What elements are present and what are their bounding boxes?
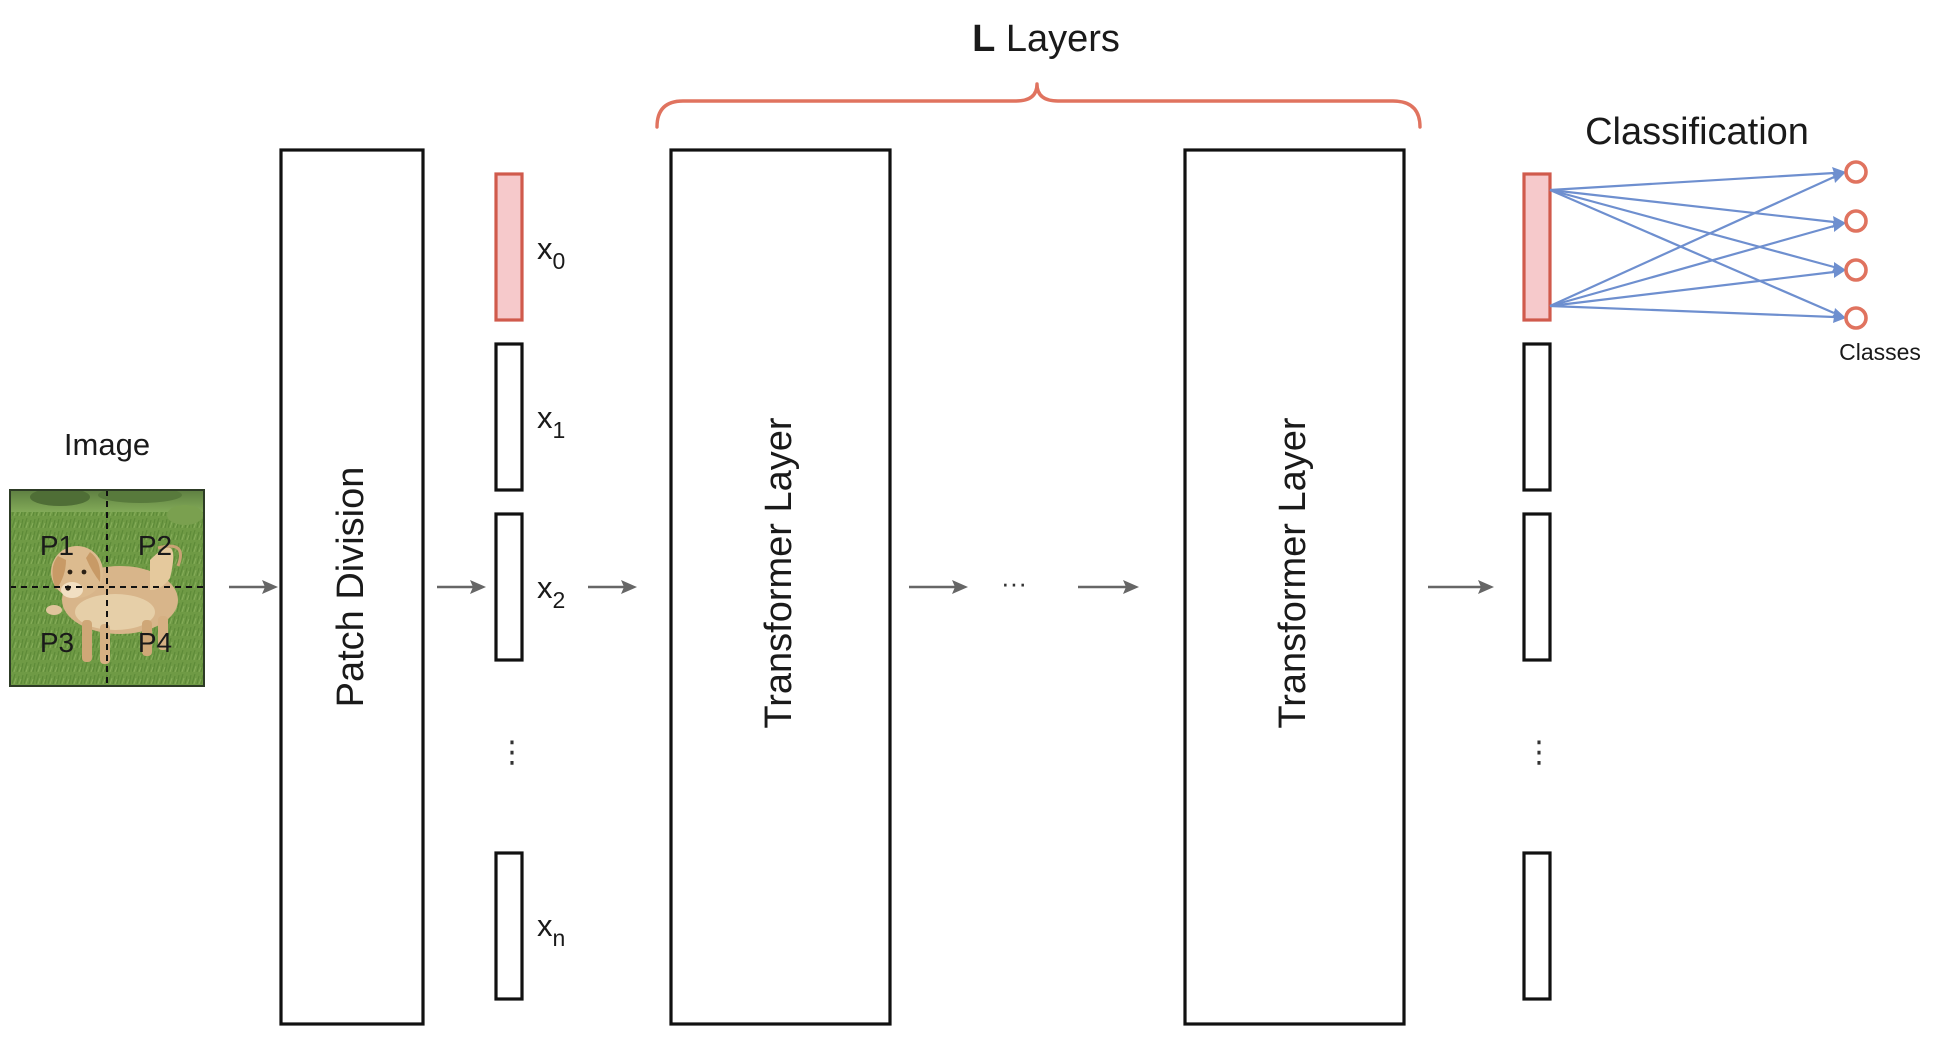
arrow-transformer-to-outputs <box>1428 580 1494 594</box>
transformer-layer-last-label: Transformer Layer <box>1272 417 1314 728</box>
output-vector-n <box>1522 851 1552 1001</box>
transformer-layer-last <box>1183 148 1406 1026</box>
transformer-layer-first-label: Transformer Layer <box>758 417 800 728</box>
patch-label-p2: P2 <box>138 530 172 561</box>
token-label-x0: x0 <box>537 231 565 274</box>
patch-division-block <box>279 148 425 1026</box>
class-nodes <box>1844 160 1868 330</box>
token-vector-x1 <box>494 342 524 492</box>
arrow-ellipsis-to-transformer <box>1078 580 1139 594</box>
right-arrow-icon <box>621 580 637 594</box>
circle-node-icon <box>1844 160 1868 184</box>
right-arrow-icon <box>952 580 968 594</box>
circle-node-icon <box>1844 258 1868 282</box>
layers-ellipsis: ··· <box>1001 568 1027 598</box>
classification-connections <box>1549 167 1846 323</box>
input-image: P1 P2 P3 P4 <box>10 490 204 686</box>
output-vector-cls <box>1522 172 1552 322</box>
token-vector-xn <box>494 851 524 1001</box>
output-vector-1 <box>1522 342 1552 492</box>
right-arrow-icon <box>262 580 278 594</box>
arrow-image-to-patch <box>229 580 278 594</box>
classification-label: Classification <box>1585 111 1809 153</box>
token-vector-x0 <box>494 172 524 322</box>
arrow-patch-to-tokens <box>437 580 486 594</box>
patch-division-label: Patch Division <box>330 467 372 708</box>
token-vector-x2 <box>494 512 524 662</box>
output-vector-2 <box>1522 512 1552 662</box>
token-label-xn: xn <box>537 908 565 951</box>
transformer-layer-first <box>669 148 892 1026</box>
token-label-x2: x2 <box>537 570 565 613</box>
image-frame <box>9 489 205 687</box>
right-arrow-icon <box>470 580 486 594</box>
right-arrow-icon <box>1123 580 1139 594</box>
circle-node-icon <box>1844 306 1868 330</box>
token-label-x1: x1 <box>537 400 565 443</box>
patch-label-p3: P3 <box>40 627 74 658</box>
patch-label-p1: P1 <box>40 530 74 561</box>
arrow-tokens-to-transformer <box>588 580 637 594</box>
classes-label: Classes <box>1839 339 1921 365</box>
circle-node-icon <box>1844 209 1868 233</box>
image-label: Image <box>64 427 150 462</box>
token-vertical-ellipsis: ⋮ <box>497 736 527 769</box>
right-arrow-icon <box>1478 580 1494 594</box>
patch-label-p4: P4 <box>138 627 172 658</box>
layers-title: L Layers <box>972 18 1120 60</box>
dog-illustration <box>46 544 182 664</box>
output-vertical-ellipsis: ⋮ <box>1524 736 1554 769</box>
arrow-transformer-to-ellipsis <box>909 580 968 594</box>
layers-brace <box>655 82 1422 129</box>
